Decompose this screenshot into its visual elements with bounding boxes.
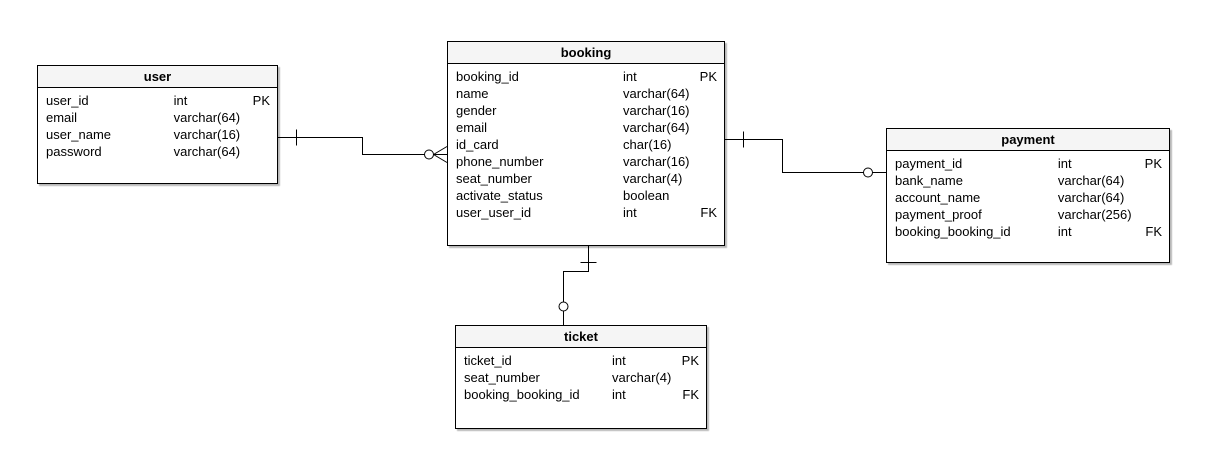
connector-line: [278, 137, 425, 155]
entity-body: booking_id int PK name varchar(64) gende…: [448, 64, 724, 221]
attribute-name: name: [456, 86, 489, 101]
attribute-name: gender: [456, 103, 497, 118]
attribute-name: booking_booking_id: [895, 224, 1011, 239]
attribute-type: int: [623, 69, 637, 84]
attribute-type: varchar(64): [1057, 190, 1125, 205]
attribute-type: int: [623, 205, 637, 220]
attribute-type: int: [612, 353, 626, 368]
attribute-row: user_id int PK: [38, 92, 277, 109]
attribute-name: phone_number: [456, 154, 544, 169]
attribute-type: varchar(64): [623, 86, 690, 101]
entity-body: user_id int PK email varchar(64) user_na…: [38, 88, 277, 160]
attribute-name: payment_id: [895, 156, 963, 171]
relationship-booking-payment: [725, 131, 886, 178]
attribute-key: PK: [699, 69, 717, 84]
attribute-row: booking_id int PK: [448, 68, 724, 85]
entity-body: payment_id int PK bank_name varchar(64) …: [887, 151, 1169, 240]
attribute-row: booking_booking_id int FK: [887, 223, 1169, 240]
zero-circle-icon: [863, 167, 873, 178]
attribute-name: password: [46, 144, 102, 159]
attribute-name: booking_booking_id: [464, 387, 580, 402]
attribute-row: password varchar(64): [38, 143, 277, 160]
attribute-row: seat_number varchar(4): [448, 170, 724, 187]
attribute-name: user_id: [46, 93, 89, 108]
attribute-key: PK: [1144, 156, 1162, 171]
attribute-type: varchar(256): [1057, 207, 1132, 222]
attribute-type: varchar(4): [612, 370, 672, 385]
attribute-name: seat_number: [456, 171, 532, 186]
entity-user: user user_id int PK email varchar(64) us…: [37, 65, 278, 184]
attribute-key: FK: [682, 387, 699, 402]
attribute-type: varchar(64): [623, 120, 690, 135]
entity-title: payment: [887, 129, 1169, 151]
attribute-row: payment_proof varchar(256): [887, 206, 1169, 223]
attribute-name: user_name: [46, 127, 112, 142]
attribute-type: varchar(64): [173, 144, 241, 159]
attribute-name: email: [46, 110, 78, 125]
entity-title: booking: [448, 42, 724, 64]
attribute-name: user_user_id: [456, 205, 532, 220]
attribute-row: payment_id int PK: [887, 155, 1169, 172]
attribute-type: int: [612, 387, 626, 402]
attribute-type: varchar(64): [1057, 173, 1125, 188]
attribute-name: ticket_id: [464, 353, 512, 368]
attribute-row: user_user_id int FK: [448, 204, 724, 221]
attribute-name: activate_status: [456, 188, 543, 203]
attribute-type: varchar(16): [623, 103, 690, 118]
attribute-type: varchar(16): [173, 127, 241, 142]
attribute-key: FK: [1145, 224, 1162, 239]
attribute-row: bank_name varchar(64): [887, 172, 1169, 189]
attribute-name: email: [456, 120, 488, 135]
attribute-row: ticket_id int PK: [456, 352, 706, 369]
entity-title: user: [38, 66, 277, 88]
attribute-type: boolean: [623, 188, 670, 203]
relationship-booking-ticket: [558, 246, 597, 325]
attribute-type: int: [1057, 224, 1072, 239]
attribute-type: varchar(16): [623, 154, 690, 169]
attribute-type: int: [173, 93, 188, 108]
attribute-name: id_card: [456, 137, 499, 152]
entity-title: ticket: [456, 326, 706, 348]
zero-circle-icon: [558, 301, 569, 312]
attribute-row: booking_booking_id int FK: [456, 386, 706, 403]
attribute-key: PK: [681, 353, 699, 368]
connector-line: [725, 139, 864, 173]
relationship-user-booking: [278, 129, 448, 163]
entity-ticket: ticket ticket_id int PK seat_number varc…: [455, 325, 707, 429]
attribute-name: seat_number: [464, 370, 540, 385]
attribute-type: char(16): [623, 137, 672, 152]
attribute-row: gender varchar(16): [448, 102, 724, 119]
crow-foot-many-icon: [433, 146, 448, 163]
attribute-type: varchar(64): [173, 110, 241, 125]
attribute-name: account_name: [895, 190, 981, 205]
attribute-row: phone_number varchar(16): [448, 153, 724, 170]
attribute-row: email varchar(64): [38, 109, 277, 126]
attribute-row: account_name varchar(64): [887, 189, 1169, 206]
attribute-row: activate_status boolean: [448, 187, 724, 204]
entity-body: ticket_id int PK seat_number varchar(4) …: [456, 348, 706, 403]
attribute-type: int: [1057, 156, 1072, 171]
attribute-key: PK: [252, 93, 270, 108]
attribute-row: user_name varchar(16): [38, 126, 277, 143]
attribute-name: bank_name: [895, 173, 963, 188]
attribute-row: name varchar(64): [448, 85, 724, 102]
entity-booking: booking booking_id int PK name varchar(6…: [447, 41, 725, 246]
attribute-row: id_card char(16): [448, 136, 724, 153]
attribute-row: seat_number varchar(4): [456, 369, 706, 386]
attribute-name: payment_proof: [895, 207, 982, 222]
attribute-key: FK: [700, 205, 717, 220]
attribute-name: booking_id: [456, 69, 519, 84]
entity-payment: payment payment_id int PK bank_name varc…: [886, 128, 1170, 263]
attribute-type: varchar(4): [623, 171, 683, 186]
attribute-row: email varchar(64): [448, 119, 724, 136]
zero-circle-icon: [424, 149, 434, 160]
connector-line: [563, 246, 589, 302]
